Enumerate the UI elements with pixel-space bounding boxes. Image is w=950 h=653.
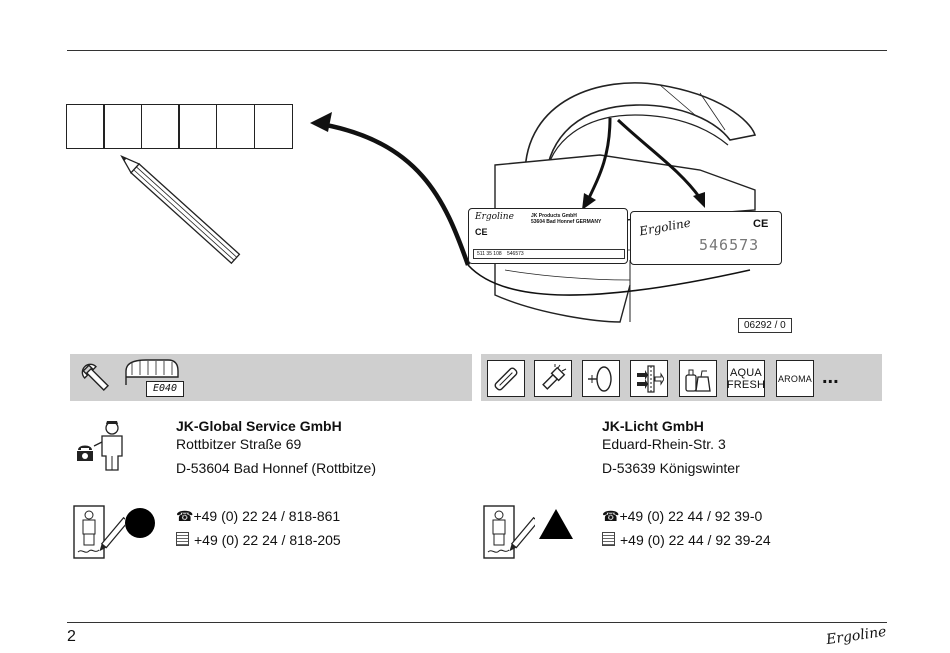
licht-phone: +49 (0) 22 44 / 92 39-0 bbox=[619, 508, 763, 524]
licht-street: Eduard-Rhein-Str. 3 bbox=[602, 436, 726, 452]
serial-box bbox=[103, 104, 143, 149]
uv-tube-icon bbox=[487, 360, 525, 397]
solarium-device-icon bbox=[125, 359, 179, 385]
service-fax: +49 (0) 22 24 / 818-205 bbox=[194, 532, 341, 548]
telephone-icon: ☎ bbox=[602, 508, 620, 524]
fresh-label: FRESH bbox=[726, 378, 766, 391]
telephone-icon: ☎ bbox=[176, 508, 194, 524]
licht-city: D-53639 Königswinter bbox=[602, 460, 740, 476]
plate-brand: Ergoline bbox=[475, 212, 514, 222]
air-filter-icon bbox=[630, 360, 668, 397]
document-code: 06292 / 0 bbox=[738, 318, 792, 333]
serial-box bbox=[65, 104, 105, 149]
aqua-label: AQUA bbox=[730, 366, 762, 379]
licht-fax: +49 (0) 22 44 / 92 39-24 bbox=[620, 532, 771, 548]
technician-signature-icon bbox=[483, 505, 535, 559]
pencil-icon bbox=[120, 154, 241, 265]
error-code-display: E040 bbox=[146, 381, 184, 397]
service-city: D-53604 Bad Honnef (Rottbitze) bbox=[176, 460, 376, 476]
serial-box bbox=[216, 104, 256, 149]
facial-lamp-icon bbox=[534, 360, 572, 397]
plate-model: 511 35 108 bbox=[477, 251, 502, 257]
service-company-name: JK-Global Service GmbH bbox=[176, 418, 342, 434]
plate-brand: Ergoline bbox=[638, 215, 692, 239]
top-rule bbox=[67, 50, 887, 51]
reflector-icon bbox=[582, 360, 620, 397]
serial-box bbox=[140, 104, 180, 149]
technician-signature-icon bbox=[73, 505, 125, 559]
serial-box bbox=[178, 104, 218, 149]
ce-mark: CE bbox=[753, 218, 769, 230]
fax-icon bbox=[176, 532, 189, 546]
page-number: 2 bbox=[67, 628, 76, 645]
wrench-icon bbox=[81, 363, 110, 392]
error-code: E040 bbox=[152, 383, 178, 394]
aroma-badge: AROMA bbox=[776, 360, 814, 397]
plate-serial: 546573 bbox=[507, 251, 524, 257]
serial-number-boxes bbox=[65, 104, 293, 149]
plate-address: 53604 Bad Honnef GERMANY bbox=[531, 219, 602, 225]
licht-triangle-marker bbox=[539, 509, 573, 539]
licht-fax-line: +49 (0) 22 44 / 92 39-24 bbox=[602, 532, 771, 548]
service-icon-band: E040 bbox=[70, 354, 472, 401]
licht-company-name: JK-Licht GmbH bbox=[602, 418, 704, 434]
cleaning-agent-icon bbox=[679, 360, 717, 397]
bottom-rule bbox=[67, 622, 887, 623]
licht-phone-line: ☎+49 (0) 22 44 / 92 39-0 bbox=[602, 508, 762, 525]
serial-box bbox=[253, 104, 293, 149]
service-phone: +49 (0) 22 24 / 818-861 bbox=[193, 508, 341, 524]
plate-company: JK Products GmbH bbox=[531, 213, 577, 219]
type-plate-right: Ergoline CE 546573 bbox=[630, 211, 782, 265]
ce-mark: CE bbox=[475, 227, 488, 237]
aroma-label: AROMA bbox=[777, 373, 812, 384]
plate-serial: 546573 bbox=[699, 236, 760, 254]
type-plate-left: Ergoline JK Products GmbH 53604 Bad Honn… bbox=[468, 208, 628, 264]
service-fax-line: +49 (0) 22 24 / 818-205 bbox=[176, 532, 341, 548]
fax-icon bbox=[602, 532, 615, 546]
service-street: Rottbitzer Straße 69 bbox=[176, 436, 302, 452]
plate-field-row bbox=[473, 249, 625, 259]
technician-phone-icon bbox=[77, 421, 123, 471]
more-indicator: ... bbox=[822, 366, 839, 388]
footer-brand-logo: Ergoline bbox=[825, 623, 888, 649]
service-phone-line: ☎+49 (0) 22 24 / 818-861 bbox=[176, 508, 340, 525]
solarium-illustration bbox=[310, 82, 757, 323]
service-circle-marker bbox=[125, 508, 155, 538]
